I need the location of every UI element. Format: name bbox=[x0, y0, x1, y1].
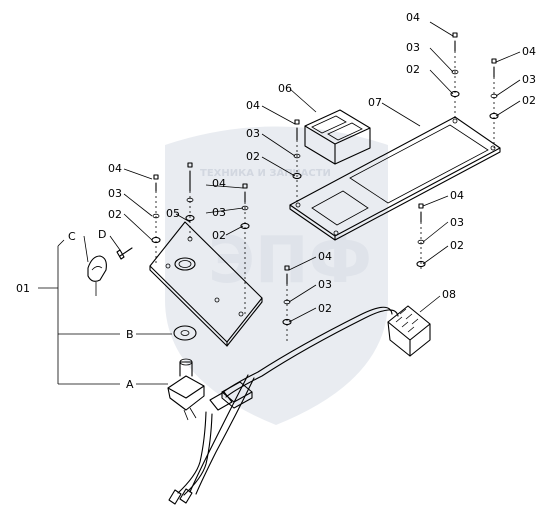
connector-08 bbox=[387, 305, 431, 357]
callout-02-lower: 02 bbox=[318, 302, 332, 315]
callout-b: B bbox=[126, 328, 134, 341]
screw-d bbox=[116, 247, 133, 260]
callout-03-left: 03 bbox=[108, 187, 122, 200]
callout-02-right-lower: 02 bbox=[450, 239, 464, 252]
fastener-set-top-right bbox=[450, 32, 460, 121]
callout-03-lower: 03 bbox=[318, 278, 332, 291]
callout-05: 05 bbox=[166, 207, 180, 220]
wire-harness bbox=[168, 306, 399, 505]
callout-a: A bbox=[126, 378, 134, 391]
callout-06: 06 bbox=[278, 82, 292, 95]
callout-08: 08 bbox=[442, 288, 456, 301]
switch-a bbox=[167, 358, 205, 421]
fastener-set-center bbox=[240, 183, 250, 314]
callout-03-right-lower: 03 bbox=[450, 216, 464, 229]
fastener-set-right-lower bbox=[416, 203, 426, 270]
callout-04-left: 04 bbox=[108, 162, 122, 175]
fastener-set-mid bbox=[292, 119, 302, 205]
callout-d: D bbox=[98, 228, 106, 241]
fastener-set-left bbox=[151, 174, 161, 266]
callout-02-center: 02 bbox=[212, 229, 226, 242]
callout-04-mid: 04 bbox=[246, 99, 260, 112]
callout-04-top-right: 04 bbox=[406, 11, 420, 24]
callout-c: C bbox=[68, 230, 76, 243]
callout-labels: 01 A B C D 04 03 02 05 04 03 02 04 03 02… bbox=[16, 11, 536, 391]
knob-c bbox=[87, 255, 107, 296]
watermark: ТЕХНИКА И ЗАПЧАСТИ ЭПФ bbox=[165, 126, 388, 425]
callout-03-far-right: 03 bbox=[522, 73, 536, 86]
leader-lines bbox=[38, 21, 521, 385]
watermark-shield bbox=[165, 126, 388, 425]
panel-plate-07 bbox=[289, 116, 501, 241]
callout-02-left: 02 bbox=[108, 208, 122, 221]
callout-03-top-right: 03 bbox=[406, 41, 420, 54]
fastener-set-far-right bbox=[489, 58, 499, 148]
fastener-set-center-left bbox=[185, 162, 195, 238]
callout-02-top-right: 02 bbox=[406, 63, 420, 76]
fastener-set-lower bbox=[282, 265, 292, 342]
callout-01: 01 bbox=[16, 282, 30, 295]
rocker-switch-06 bbox=[304, 109, 371, 165]
watermark-big-text: ЭПФ bbox=[208, 224, 372, 298]
callout-02-far-right: 02 bbox=[522, 94, 536, 107]
switch-plate-05 bbox=[149, 221, 263, 347]
callout-04-center: 04 bbox=[212, 177, 226, 190]
washer-b bbox=[173, 325, 197, 341]
callout-02-mid: 02 bbox=[246, 150, 260, 163]
callout-03-mid: 03 bbox=[246, 127, 260, 140]
callout-04-far-right: 04 bbox=[522, 45, 536, 58]
callout-07: 07 bbox=[368, 96, 382, 109]
watermark-wheat bbox=[221, 306, 331, 335]
callout-03-center: 03 bbox=[212, 206, 226, 219]
watermark-small-text: ТЕХНИКА И ЗАПЧАСТИ bbox=[200, 168, 331, 179]
callout-04-lower: 04 bbox=[318, 250, 332, 263]
callout-04-right-lower: 04 bbox=[450, 189, 464, 202]
